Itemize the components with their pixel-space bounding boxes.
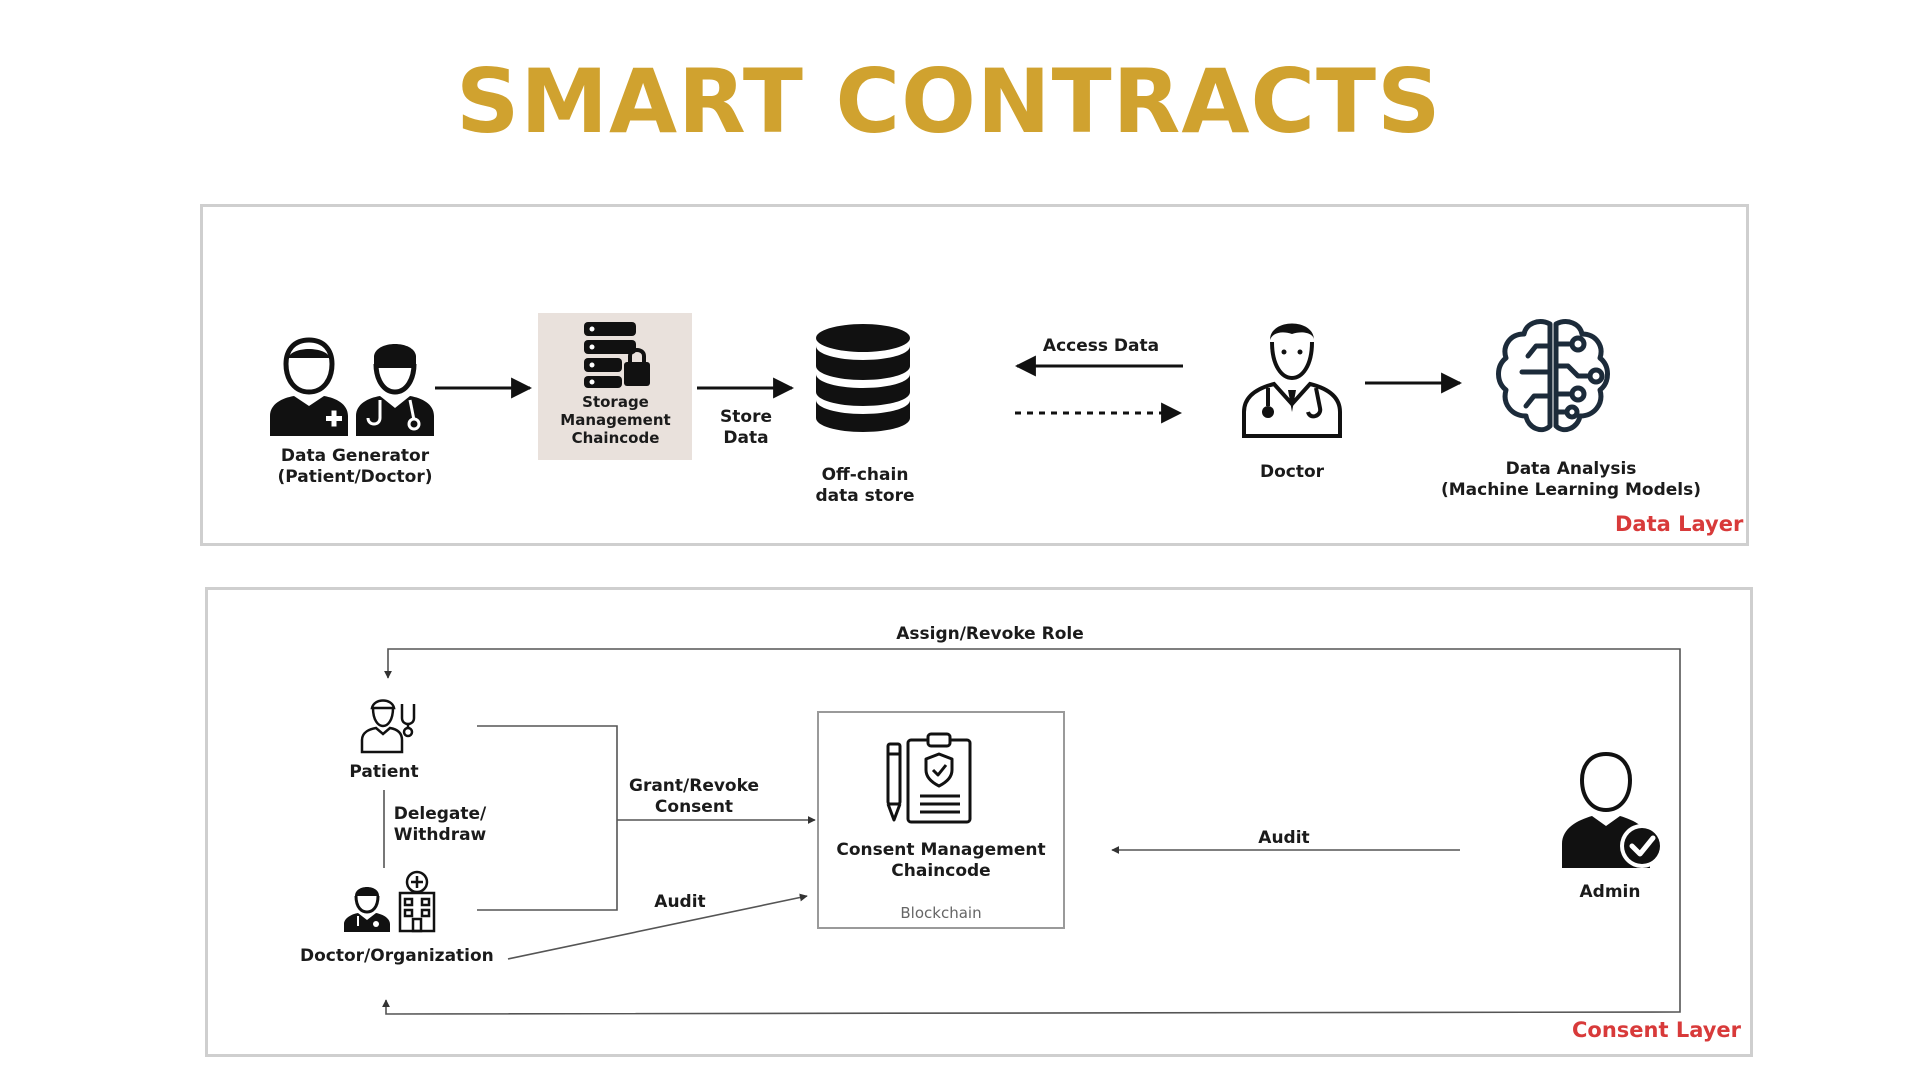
medical-staff-icon xyxy=(360,699,416,754)
arrow-audit-left xyxy=(507,893,808,960)
doctor-organization-label: Doctor/Organization xyxy=(300,946,494,966)
page-title: SMART CONTRACTS xyxy=(456,50,1442,153)
database-icon xyxy=(816,324,910,432)
consent-layer-label: Consent Layer xyxy=(1572,1018,1742,1042)
patient-label: Patient xyxy=(349,762,419,782)
grant-revoke-consent-label: Grant/Revoke Consent xyxy=(628,776,759,817)
server-lock-icon xyxy=(584,322,650,388)
access-data-label: Access Data xyxy=(1042,336,1160,356)
hospital-icon xyxy=(398,870,436,933)
storage-chaincode-label: Storage Management Chaincode xyxy=(560,393,671,447)
data-layer-label: Data Layer xyxy=(1615,512,1744,536)
doctor-icon xyxy=(356,344,434,436)
store-data-label: Store Data xyxy=(720,407,772,448)
offchain-store-label: Off-chain data store xyxy=(815,465,915,506)
assign-revoke-role-label: Assign/Revoke Role xyxy=(896,624,1084,644)
data-generator-label: Data Generator (Patient/Doctor) xyxy=(277,446,433,487)
clipboard-shield-icon xyxy=(886,732,972,824)
blockchain-label: Blockchain xyxy=(900,904,982,922)
admin-label: Admin xyxy=(1579,882,1641,902)
brain-circuit-icon xyxy=(1496,319,1610,433)
doctor-label: Doctor xyxy=(1259,462,1325,482)
audit-left-label: Audit xyxy=(654,892,706,912)
patient-icon xyxy=(270,337,348,436)
doctor-small-icon xyxy=(344,887,390,932)
audit-right-label: Audit xyxy=(1258,828,1310,848)
line-bottom-return xyxy=(382,996,1681,1015)
data-layer-panel xyxy=(200,204,1749,546)
consent-chaincode-label: Consent Management Chaincode xyxy=(836,840,1046,881)
delegate-withdraw-label: Delegate/ Withdraw xyxy=(393,804,487,845)
consent-chaincode-box xyxy=(817,711,1065,929)
line-patient-grant xyxy=(477,725,618,911)
line-assign-revoke xyxy=(384,648,1681,996)
data-analysis-label: Data Analysis (Machine Learning Models) xyxy=(1440,459,1702,500)
doctor-icon xyxy=(1242,323,1342,438)
admin-check-icon xyxy=(1562,751,1664,868)
